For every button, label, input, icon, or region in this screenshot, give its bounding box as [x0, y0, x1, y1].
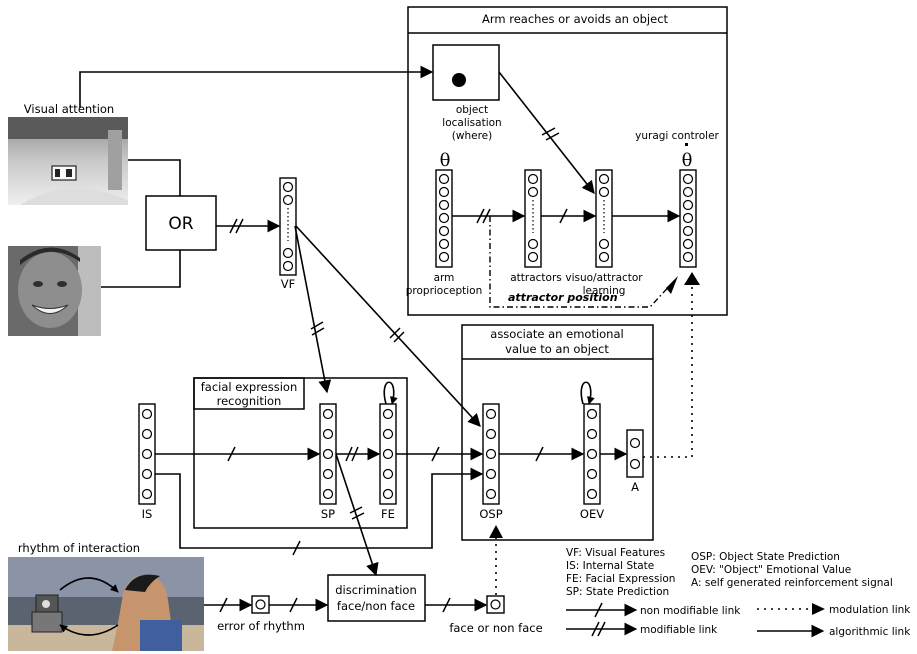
svg-text:learning: learning — [583, 285, 626, 297]
svg-text:attractors: attractors — [510, 272, 562, 284]
or-box — [145, 195, 217, 251]
visual-attention-label: Visual attention — [24, 102, 114, 116]
yuragi-label: yuragi controler — [635, 130, 719, 142]
emotional-box-title-1: associate an emotional — [490, 327, 623, 341]
sp-column — [319, 403, 337, 505]
osp-column — [482, 403, 500, 505]
vf-label: VF — [281, 277, 295, 291]
face-or-non-label: face or non face — [449, 621, 542, 635]
vf-column — [279, 177, 297, 276]
svg-text:arm: arm — [434, 272, 455, 284]
facial-box-title-1: facial expression — [201, 380, 298, 394]
is-label: IS — [142, 507, 153, 521]
svg-text:modifiable link: modifiable link — [640, 624, 718, 636]
svg-text:OEV: "Object" Emotional Value: OEV: "Object" Emotional Value — [691, 564, 851, 576]
svg-text:visuo/attractor: visuo/attractor — [565, 272, 643, 284]
attractor-position-label: attractor position — [508, 291, 618, 304]
svg-text:SP: State Prediction: SP: State Prediction — [566, 586, 669, 598]
svg-text:FE: Facial Expression: FE: Facial Expression — [566, 573, 675, 585]
svg-text:OSP: Object State Prediction: OSP: Object State Prediction — [691, 551, 840, 563]
theta-label: θ — [440, 150, 451, 171]
svg-text:non modifiable link: non modifiable link — [640, 605, 741, 617]
or-label: OR — [168, 214, 193, 234]
emotional-box-title-2: value to an object — [505, 342, 609, 356]
facial-box-title-2: recognition — [217, 394, 282, 408]
a-column — [626, 429, 644, 478]
svg-text:modulation link: modulation link — [829, 604, 911, 616]
osp-label: OSP — [479, 507, 502, 521]
sp-label: SP — [321, 507, 335, 521]
theta-dot-label: θ — [682, 150, 693, 171]
svg-text:algorithmic link: algorithmic link — [829, 626, 911, 638]
svg-text:A: self generated reinforcemen: A: self generated reinforcement signal — [691, 577, 893, 589]
emotional-box: associate an emotional value to an objec… — [461, 324, 654, 541]
svg-text:proprioception: proprioception — [406, 285, 483, 297]
error-rhythm-label: error of rhythm — [217, 619, 305, 633]
svg-text:IS: Internal State: IS: Internal State — [566, 560, 654, 572]
svg-text:object: object — [456, 104, 488, 116]
oev-label: OEV — [580, 507, 604, 521]
a-label: A — [631, 480, 639, 494]
svg-text:VF: Visual Features: VF: Visual Features — [566, 547, 665, 559]
object-localisation-box — [432, 44, 500, 101]
interaction-image — [8, 557, 204, 651]
legend: VF: Visual Features IS: Internal State F… — [566, 547, 911, 638]
svg-text:(where): (where) — [452, 130, 492, 142]
arm-proprioception-column — [435, 169, 453, 268]
facial-box: facial expression recognition — [193, 377, 408, 529]
svg-text:localisation: localisation — [442, 117, 501, 129]
fe-label: FE — [381, 507, 395, 521]
discrimination-box — [327, 574, 426, 622]
arm-box-title: Arm reaches or avoids an object — [482, 12, 669, 26]
face-image — [8, 246, 101, 336]
arm-box: Arm reaches or avoids an object — [407, 6, 728, 316]
attractors-column — [524, 169, 542, 268]
rhythm-label: rhythm of interaction — [18, 541, 140, 555]
visuo-attractor-column — [595, 169, 613, 268]
fe-column — [379, 403, 397, 505]
svg-text:face/non face: face/non face — [337, 599, 415, 613]
svg-text:discrimination: discrimination — [335, 583, 417, 597]
yuragi-column — [679, 169, 697, 268]
is-column — [138, 403, 156, 505]
camera-view-image — [8, 117, 128, 205]
oev-column — [583, 403, 601, 505]
